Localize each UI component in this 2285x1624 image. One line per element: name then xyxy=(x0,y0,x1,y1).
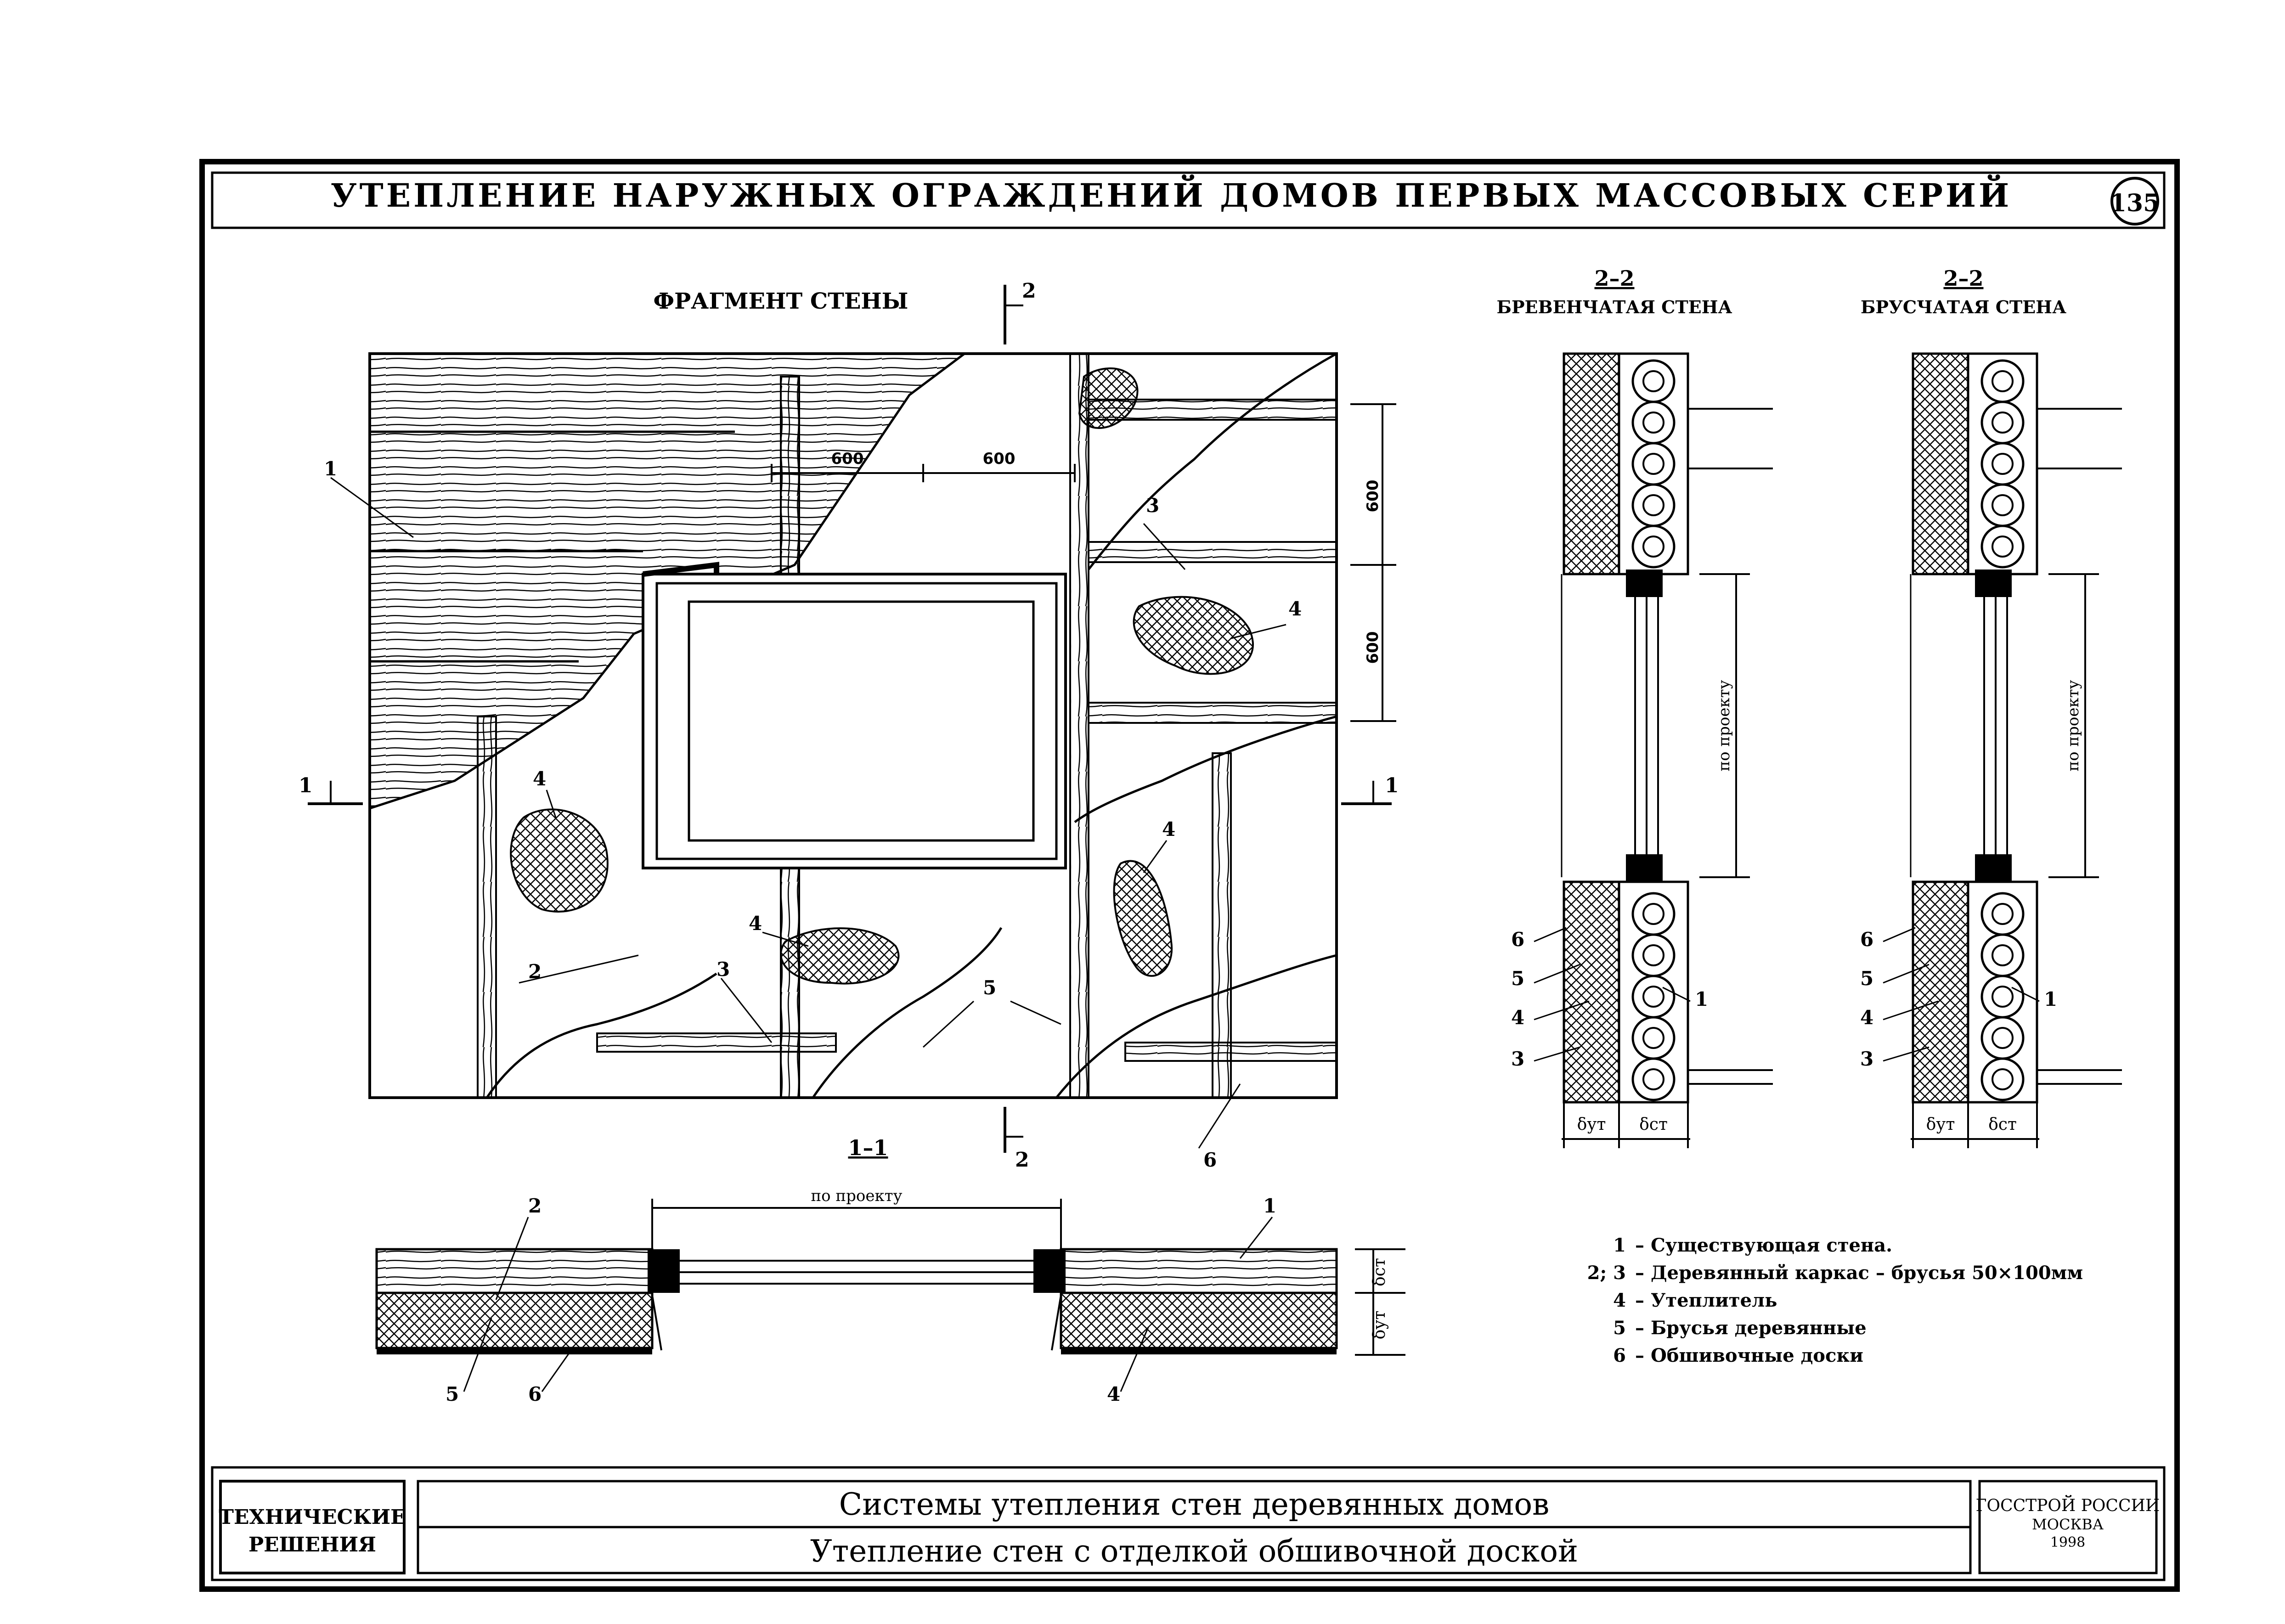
legend-text-2: – Деревянный каркас – брусья 50×100мм xyxy=(1635,1262,2083,1284)
section-1-1-delta-st: δст xyxy=(1370,1258,1389,1286)
legend: 1 – Существующая стена. 2; 3 – Деревянны… xyxy=(1587,1235,2083,1366)
section-1-1-sheathing-right xyxy=(1061,1348,1337,1354)
legend-text-4: – Брусья деревянные xyxy=(1635,1317,1867,1339)
callout-4c: 4 xyxy=(749,912,762,935)
technical-solutions-box xyxy=(219,1480,406,1574)
callout-2: 2 xyxy=(528,960,542,983)
footer-title-line1: Системы утепления стен деревянных домов xyxy=(839,1487,1549,1522)
section-mark-left: 1 xyxy=(299,774,313,797)
legend-num-3: 4 xyxy=(1613,1290,1626,1311)
callout-6: 6 xyxy=(1203,1149,1217,1171)
callout-3b: 3 xyxy=(717,958,730,981)
footer-org-line3: 1998 xyxy=(2050,1534,2085,1551)
section-2-2-log-delta-st: δст xyxy=(1639,1115,1668,1134)
legend-num-4: 5 xyxy=(1613,1317,1626,1339)
dim-600-h1: 600 xyxy=(831,450,864,468)
legend-text-1: – Существующая стена. xyxy=(1635,1235,1892,1256)
wall-fragment: ФРАГМЕНТ СТЕНЫ 2 xyxy=(299,279,1399,1172)
section-1-1: 1–1 по проекту δст δут 2 1 5 xyxy=(375,1135,1405,1405)
section-1-1-delta-ut: δут xyxy=(1370,1311,1389,1340)
window-glass xyxy=(688,600,1035,842)
fragment-callouts: 1 2 3 3 4 4 4 4 5 6 xyxy=(324,457,1302,1171)
callout-3a: 3 xyxy=(1146,494,1159,517)
section-mark-bottom: 2 xyxy=(1015,1148,1029,1172)
dim-600-h2: 600 xyxy=(983,450,1016,468)
section-1-1-callout-5: 5 xyxy=(446,1383,459,1405)
callout-5: 5 xyxy=(983,976,996,999)
section-2-2-log-wall: 2–2 БРЕВЕНЧАТАЯ СТЕНА по проекту xyxy=(1497,266,1773,1148)
footer-org-line2: МОСКВА xyxy=(2032,1516,2104,1533)
section-2-2-beam-delta-st: δст xyxy=(1988,1115,2017,1134)
section-1-1-existing-wall-left xyxy=(375,1248,654,1294)
section-1-1-sheathing-left xyxy=(377,1348,652,1354)
section-1-1-callout-4: 4 xyxy=(1107,1383,1120,1405)
section-2-2-log-callout-5: 5 xyxy=(1511,967,1524,990)
legend-num-5: 6 xyxy=(1613,1345,1626,1366)
section-2-2-log-subtitle: БРЕВЕНЧАТАЯ СТЕНА xyxy=(1497,297,1732,317)
section-1-1-title: 1–1 xyxy=(848,1135,888,1160)
page-number: 135 xyxy=(2110,189,2160,217)
section-2-2-beam-callout-3: 3 xyxy=(1860,1048,1873,1070)
section-2-2-beam-wall: 2–2 БРУСЧАТАЯ СТЕНА по проекту xyxy=(1860,266,2122,1148)
footer-left-line1: ТЕХНИЧЕСКИЕ xyxy=(219,1506,406,1529)
legend-num-2: 2; 3 xyxy=(1587,1262,1626,1284)
section-2-2-log-callout-4: 4 xyxy=(1511,1006,1524,1029)
legend-text-5: – Обшивочные доски xyxy=(1635,1345,1863,1366)
section-1-1-callout-2: 2 xyxy=(528,1195,542,1217)
callout-4d: 4 xyxy=(1162,818,1175,840)
callout-4b: 4 xyxy=(533,767,546,790)
section-2-2-log-dim-label: по проекту xyxy=(1715,680,1733,771)
dim-600-v2: 600 xyxy=(1364,632,1382,664)
section-mark-right: 1 xyxy=(1385,774,1399,797)
section-2-2-beam-callout-5: 5 xyxy=(1860,967,1873,990)
section-1-1-insulation-left xyxy=(375,1291,654,1349)
sheet-title: УТЕПЛЕНИЕ НАРУЖНЫХ ОГРАЖДЕНИЙ ДОМОВ ПЕРВ… xyxy=(331,175,2012,214)
footer-org-line1: ГОССТРОЙ РОССИИ xyxy=(1976,1495,2160,1515)
section-1-1-callout-1: 1 xyxy=(1263,1195,1276,1217)
section-2-2-log-title: 2–2 xyxy=(1594,266,1634,291)
dim-600-v1: 600 xyxy=(1364,480,1382,513)
section-2-2-beam-callout-6: 6 xyxy=(1860,928,1873,951)
section-1-1-insulation-right xyxy=(1060,1291,1338,1349)
section-2-2-log-callout-1: 1 xyxy=(1695,988,1708,1010)
section-2-2-beam-callout-1: 1 xyxy=(2044,988,2057,1010)
legend-text-3: – Утеплитель xyxy=(1635,1290,1777,1311)
section-2-2-beam-title: 2–2 xyxy=(1943,266,1983,291)
callout-1: 1 xyxy=(324,457,337,480)
section-2-2-log-delta-ut: δут xyxy=(1577,1115,1606,1134)
page-number-badge xyxy=(2110,177,2159,226)
section-2-2-log-callout-3: 3 xyxy=(1511,1048,1524,1070)
section-1-1-existing-wall-right xyxy=(1060,1248,1338,1294)
header-box xyxy=(211,171,2166,229)
callout-4a: 4 xyxy=(1288,598,1302,620)
section-2-2-beam-subtitle: БРУСЧАТАЯ СТЕНА xyxy=(1861,297,2066,317)
fragment-title: ФРАГМЕНТ СТЕНЫ xyxy=(654,288,908,314)
section-mark-top: 2 xyxy=(1022,279,1036,303)
footer-title-line2: Утепление стен с отделкой обшивочной дос… xyxy=(810,1534,1578,1569)
legend-num-1: 1 xyxy=(1613,1235,1626,1256)
section-2-2-log-callout-6: 6 xyxy=(1511,928,1524,951)
section-1-1-dim-label: по проекту xyxy=(811,1187,902,1205)
footer-left-line2: РЕШЕНИЯ xyxy=(248,1533,376,1556)
section-2-2-beam-callout-4: 4 xyxy=(1860,1006,1873,1029)
section-2-2-beam-dim-label: по проекту xyxy=(2064,680,2082,771)
section-2-2-beam-delta-ut: δут xyxy=(1926,1115,1955,1134)
title-block: ТЕХНИЧЕСКИЕ РЕШЕНИЯ Системы утепления ст… xyxy=(211,1466,2166,1581)
sheet-frame xyxy=(199,159,2180,1592)
section-1-1-callout-6: 6 xyxy=(528,1383,542,1405)
